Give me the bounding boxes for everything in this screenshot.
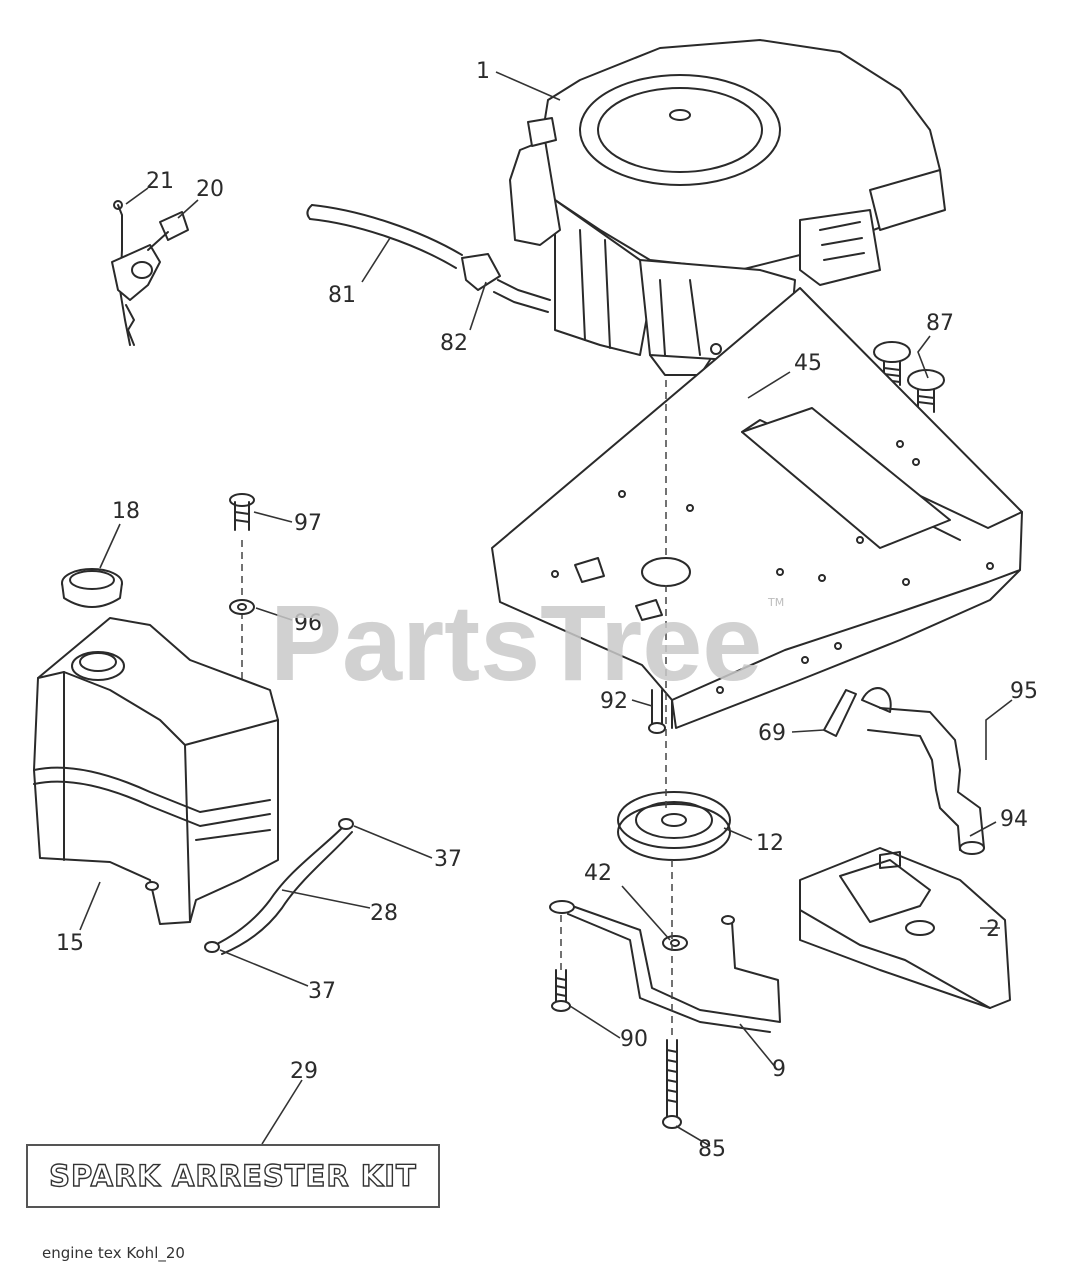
callout-21: 21 [146,169,174,194]
watermark: PartsTree [270,582,762,703]
exhaust-pipe[interactable] [861,687,985,855]
muffler[interactable] [799,847,1011,1009]
leader-lines [79,71,1013,1147]
engine[interactable] [509,39,946,376]
callout-92: 92 [600,689,628,714]
callout-87: 87 [926,311,954,336]
hose-clamp-lower[interactable] [204,941,220,953]
callout-12: 12 [756,831,784,856]
fuel-line[interactable] [306,204,463,269]
callout-90: 90 [620,1027,648,1052]
callout-96: 96 [294,611,322,636]
bolt-90[interactable] [551,969,571,1012]
washer-96[interactable] [229,599,255,615]
callout-45: 45 [794,351,822,376]
callout-28: 28 [370,901,398,926]
callout-9: 9 [772,1057,786,1082]
fuel-hose[interactable] [214,825,353,955]
exhaust-gasket[interactable] [823,689,857,737]
callout-1: 1 [476,59,490,84]
callout-37b: 37 [308,979,336,1004]
callout-37a: 37 [434,847,462,872]
fuel-filter[interactable] [461,253,551,313]
callout-69: 69 [758,721,786,746]
spark-arrester-kit-label: SPARK ARRESTER KIT [48,1158,417,1193]
callout-82: 82 [440,331,468,356]
watermark-tm: TM [767,596,784,609]
callouts: 1 21 20 81 82 87 45 18 97 96 92 95 69 94… [56,59,1038,1162]
washer-42[interactable] [662,935,688,951]
throttle-bracket[interactable] [111,200,189,346]
fuel-cap[interactable] [61,568,123,608]
pulley[interactable] [617,791,731,861]
callout-94: 94 [1000,807,1028,832]
bolt-85[interactable] [662,1039,682,1129]
spark-arrester-kit-box[interactable]: SPARK ARRESTER KIT [26,1144,440,1208]
bolt-87b[interactable] [907,369,945,413]
callout-42: 42 [584,861,612,886]
hose-clamp-upper[interactable] [338,818,354,830]
callout-81: 81 [328,283,356,308]
callout-95: 95 [1010,679,1038,704]
diagram-code: engine tex Kohl_20 [42,1244,185,1262]
callout-29: 29 [290,1059,318,1084]
bolt-97[interactable] [229,493,255,531]
callout-2: 2 [986,917,1000,942]
callout-85: 85 [698,1137,726,1162]
muffler-bracket[interactable] [549,900,781,1033]
fuel-tank[interactable] [33,617,279,925]
bolt-92[interactable] [648,689,666,734]
callout-97: 97 [294,511,322,536]
callout-15: 15 [56,931,84,956]
callout-20: 20 [196,177,224,202]
engine-mount-plate[interactable] [491,287,1023,729]
callout-18: 18 [112,499,140,524]
